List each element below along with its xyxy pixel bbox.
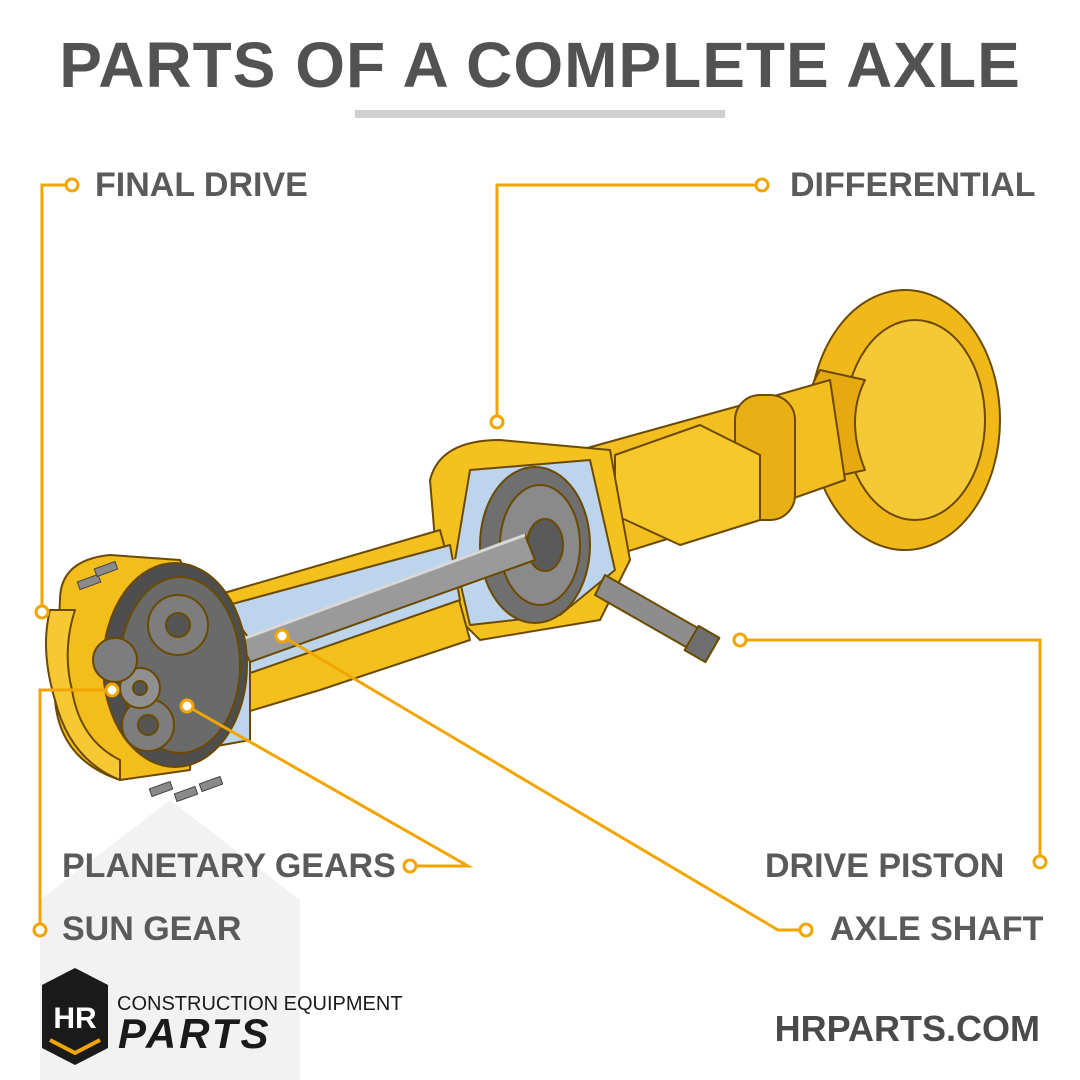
dot-sun-gear-label (32, 922, 48, 938)
planetary-gear-set (92, 562, 248, 768)
label-differential: DIFFERENTIAL (790, 166, 1036, 204)
label-sun-gear: SUN GEAR (62, 910, 242, 948)
label-final-drive: FINAL DRIVE (95, 166, 308, 204)
label-drive-piston: DRIVE PISTON (765, 847, 1005, 885)
callout-differential-line (495, 183, 762, 422)
dot-axle-shaft-label (798, 922, 814, 938)
brand-name: PARTS (118, 1010, 272, 1057)
dot-drive-piston-label (1032, 854, 1048, 870)
dot-final-drive-label (64, 177, 80, 193)
dot-planetary-gears-label (402, 858, 418, 874)
drive-output-shaft (594, 574, 721, 664)
callout-axle-shaft-line (281, 634, 806, 932)
callout-planetary-gears-line (186, 704, 474, 868)
differential-ring (479, 466, 591, 624)
callout-dots (32, 177, 1048, 938)
label-planetary-gears: PLANETARY GEARS (62, 847, 396, 885)
brand-tagline: CONSTRUCTION EQUIPMENT (117, 993, 403, 1015)
website-link[interactable]: HRPARTS.COM (774, 1008, 1040, 1049)
dot-drive-piston-part (732, 632, 748, 648)
dot-planetary-gears-part (179, 698, 195, 714)
hr-logo-icon: HR (42, 968, 108, 1065)
logo-monogram: HR (53, 1002, 97, 1035)
title-underline (355, 110, 725, 118)
page-title: PARTS OF A COMPLETE AXLE (59, 29, 1021, 101)
dot-sun-gear-part (104, 682, 120, 698)
dot-differential-part (489, 414, 505, 430)
callouts (38, 183, 1042, 932)
dot-final-drive-part (34, 604, 50, 620)
dot-differential-label (754, 177, 770, 193)
axle-illustration (45, 289, 1001, 803)
label-axle-shaft: AXLE SHAFT (830, 910, 1044, 948)
callout-final-drive-line (40, 183, 72, 612)
callout-drive-piston-line (740, 638, 1042, 862)
dot-axle-shaft-part (274, 628, 290, 644)
callout-sun-gear-line (38, 688, 112, 930)
